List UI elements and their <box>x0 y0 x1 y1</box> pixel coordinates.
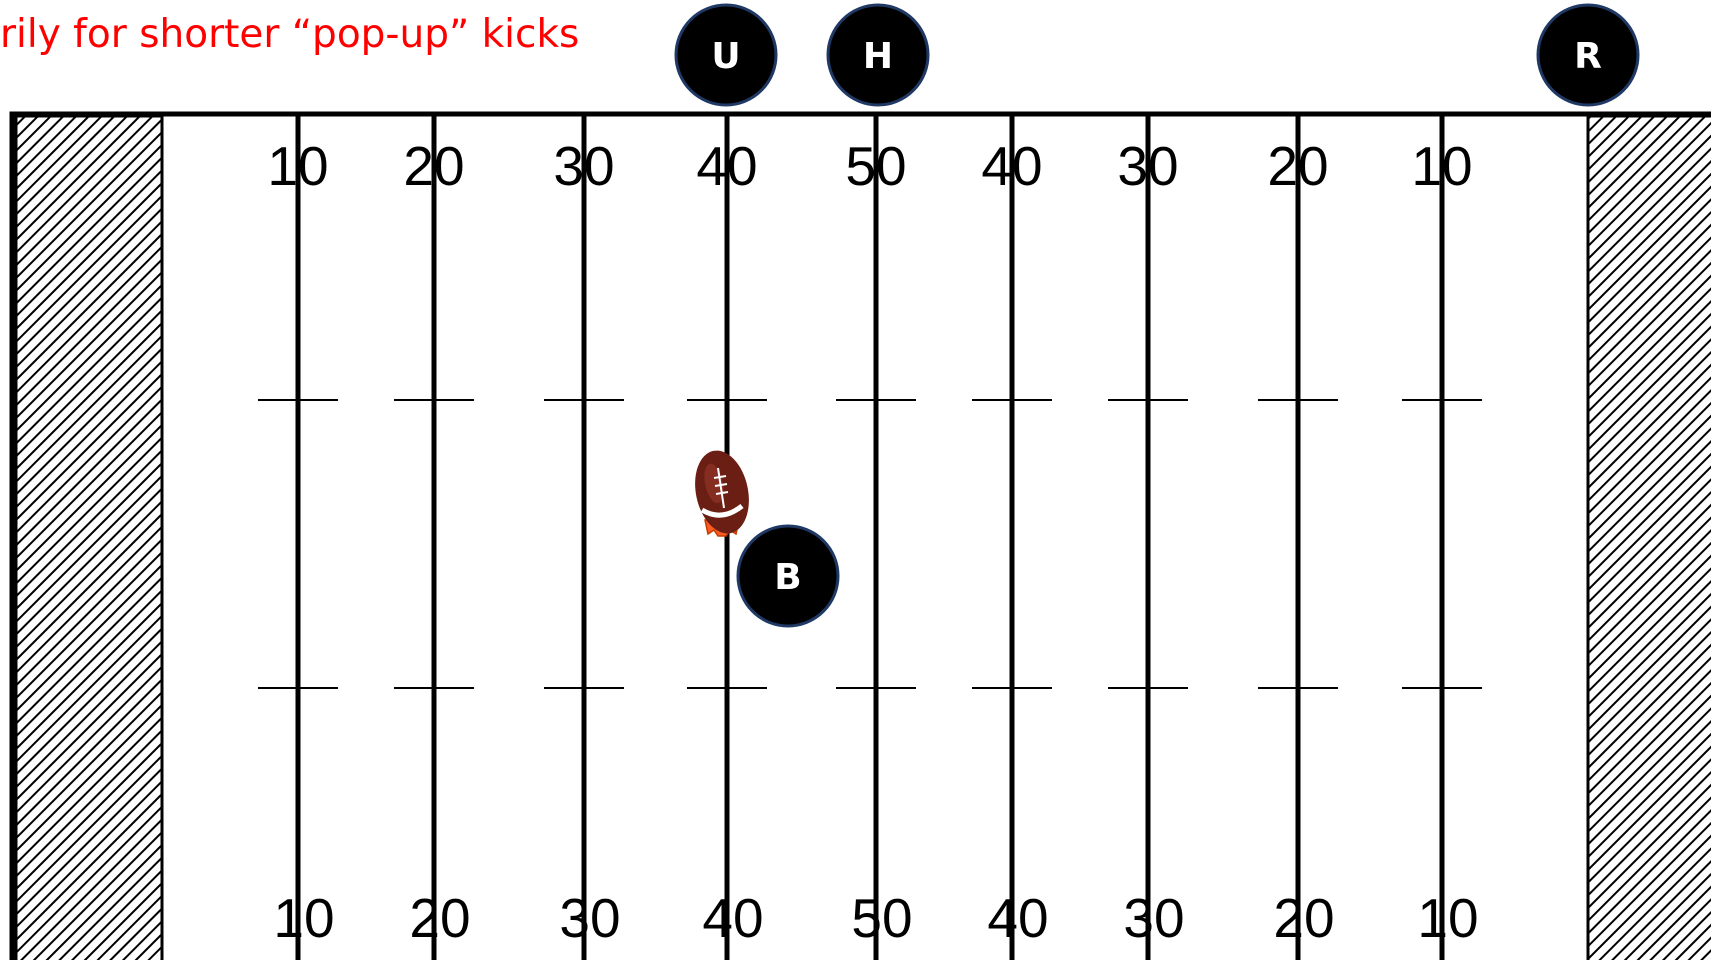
yard-number-bottom: 10 <box>1417 887 1478 949</box>
yard-number-bottom: 40 <box>702 887 763 949</box>
official-label-h: H <box>863 36 893 77</box>
yard-number-bottom: 20 <box>409 887 470 949</box>
official-label-u: U <box>711 36 740 77</box>
official-marker-b: B <box>738 526 838 626</box>
top-yard-numbers: 10 20 30 40 50 40 30 20 10 <box>267 135 1472 197</box>
yard-number-top: 20 <box>403 135 464 197</box>
left-end-zone <box>16 116 162 960</box>
yard-number-bottom: 30 <box>559 887 620 949</box>
official-marker-h: H <box>828 5 928 105</box>
official-marker-r: R <box>1538 5 1638 105</box>
bottom-yard-numbers: 10 20 30 40 50 40 30 20 10 <box>273 887 1478 949</box>
yard-number-top: 10 <box>1411 135 1472 197</box>
right-end-zone <box>1588 116 1711 960</box>
official-marker-u: U <box>676 5 776 105</box>
official-label-r: R <box>1574 36 1602 77</box>
yard-number-bottom: 30 <box>1123 887 1184 949</box>
yard-number-top: 50 <box>845 135 906 197</box>
yard-number-bottom: 40 <box>987 887 1048 949</box>
yard-number-bottom: 10 <box>273 887 334 949</box>
official-label-b: B <box>774 557 801 598</box>
yard-number-bottom: 50 <box>851 887 912 949</box>
yard-number-top: 40 <box>981 135 1042 197</box>
yard-number-bottom: 20 <box>1273 887 1334 949</box>
yard-number-top: 20 <box>1267 135 1328 197</box>
field-boundary <box>12 114 1711 960</box>
yard-number-top: 30 <box>553 135 614 197</box>
diagram-caption: rily for shorter “pop-up” kicks <box>0 12 579 59</box>
yard-number-top: 40 <box>696 135 757 197</box>
yard-number-top: 10 <box>267 135 328 197</box>
yard-number-top: 30 <box>1117 135 1178 197</box>
